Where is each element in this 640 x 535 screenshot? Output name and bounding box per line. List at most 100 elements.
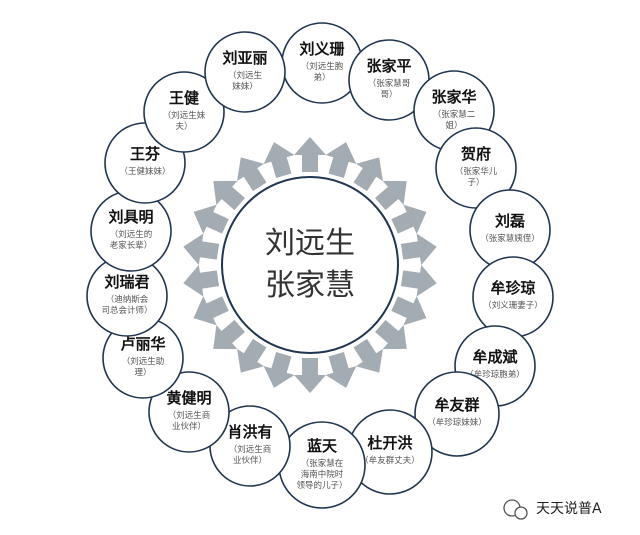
node-role: （迪纳斯会 xyxy=(106,294,149,305)
node-role: （张家慧姨侄） xyxy=(480,233,540,244)
watermark: 天天说普A xyxy=(503,499,602,520)
node-role: （张家慧在 xyxy=(301,458,344,469)
node-role: （牟友群丈夫） xyxy=(360,455,420,466)
node-name: 王芬 xyxy=(130,145,161,163)
center-node: 刘远生 张家慧 xyxy=(221,176,399,354)
node-name: 黄健明 xyxy=(166,389,211,407)
node-name: 王健 xyxy=(169,89,199,107)
node-role: （刘远生胞 xyxy=(301,61,344,72)
watermark-text: 天天说普A xyxy=(536,501,602,517)
node-role: 姐） xyxy=(445,120,462,131)
outward-arrow xyxy=(183,233,220,266)
outward-arrow xyxy=(263,351,295,388)
node-role: （张家慧二 xyxy=(433,109,476,120)
node-name: 牟成斌 xyxy=(472,348,517,366)
node-role: 海南中院时 xyxy=(301,469,344,480)
node-role: 夫） xyxy=(175,121,192,132)
outward-arrow xyxy=(375,319,407,350)
node-role: （刘远生助 xyxy=(122,356,165,367)
node-role: （刘远生商 xyxy=(229,444,272,455)
node-name: 张家华 xyxy=(431,88,476,106)
node-circle xyxy=(143,71,225,153)
node-role: 老家长辈） xyxy=(110,240,153,251)
node-role: （刘远生 xyxy=(228,70,263,81)
outward-arrow xyxy=(353,338,383,373)
outward-arrow xyxy=(263,142,295,179)
outward-arrow xyxy=(400,264,437,297)
node-role: （牟珍琼妹妹） xyxy=(427,417,487,428)
node-name: 贺府 xyxy=(460,145,491,163)
outward-arrow xyxy=(400,233,437,266)
node-circle xyxy=(204,31,286,113)
node-role: 哥） xyxy=(380,89,397,100)
node-role: 弟） xyxy=(313,72,330,83)
outward-arrow xyxy=(183,264,220,297)
center-name-2: 张家慧 xyxy=(265,268,355,303)
node-role: 理） xyxy=(134,367,151,378)
node-name: 杜开洪 xyxy=(367,434,412,452)
outward-arrow xyxy=(325,351,357,388)
outward-arrow xyxy=(213,319,245,350)
outward-arrow xyxy=(193,204,229,234)
node-name: 卢丽华 xyxy=(120,335,165,353)
node-circle xyxy=(472,256,554,338)
node-role: 领导的儿子） xyxy=(296,480,347,491)
node-role: （刘远生商 xyxy=(168,410,211,421)
outward-arrow xyxy=(325,142,357,179)
node-name: 刘具明 xyxy=(108,208,153,226)
outward-arrow xyxy=(294,137,326,172)
wechat-icon xyxy=(503,499,528,520)
node-role: 妹妹） xyxy=(232,81,258,92)
node-name: 刘磊 xyxy=(495,212,525,230)
arrow-ring xyxy=(183,137,437,393)
relation-nodes: 刘义珊（刘远生胞弟）张家平（张家慧哥哥）张家华（张家慧二姐）贺府（张家华儿子）刘… xyxy=(86,22,554,509)
outward-arrow xyxy=(193,296,229,326)
node-name: 刘亚丽 xyxy=(222,49,267,67)
node-name: 牟友群 xyxy=(434,396,479,414)
outward-arrow xyxy=(213,180,245,211)
node-role: （王健妹妹） xyxy=(119,166,170,177)
outward-arrow xyxy=(237,157,267,192)
node-circle xyxy=(414,371,500,457)
node-role: （刘义珊妻子） xyxy=(483,300,543,311)
node-name: 刘瑞君 xyxy=(104,273,149,291)
center-name-1: 刘远生 xyxy=(265,226,355,261)
node-role: 业伙伴） xyxy=(172,421,206,432)
node-name: 刘义珊 xyxy=(299,40,344,58)
outward-arrow xyxy=(353,157,383,192)
relation-node: 牟珍琼 （刘义珊妻子） xyxy=(472,256,554,338)
node-circle xyxy=(148,371,230,453)
node-name: 牟珍琼 xyxy=(490,279,535,297)
node-role: （刘远生妹 xyxy=(163,110,206,121)
node-name: 肖洪有 xyxy=(227,423,272,441)
relation-node: 杜开洪 （牟友群丈夫） xyxy=(347,409,433,495)
relation-node: 刘磊 （张家慧姨侄） xyxy=(469,189,551,271)
center-circle xyxy=(221,176,399,354)
node-name: 蓝天 xyxy=(307,437,338,455)
outward-arrow xyxy=(375,180,407,211)
node-role: （张家慧哥 xyxy=(368,78,411,89)
node-role: （张家华儿 xyxy=(455,166,498,177)
node-name: 张家平 xyxy=(366,57,411,75)
relation-node: 牟友群 （牟珍琼妹妹） xyxy=(414,371,500,457)
outward-arrow xyxy=(237,338,267,373)
node-role: 业伙伴） xyxy=(233,455,267,466)
node-role: 子） xyxy=(467,177,484,188)
node-role: （牟珍琼胞弟） xyxy=(465,369,525,380)
node-role: （刘远生的 xyxy=(110,229,153,240)
outward-arrow xyxy=(391,204,427,234)
outward-arrow xyxy=(294,358,326,393)
outward-arrow xyxy=(391,296,427,326)
